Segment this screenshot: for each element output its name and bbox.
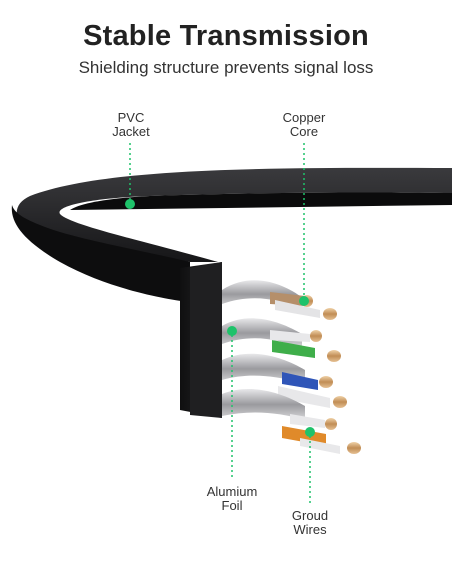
wire-pair-blue <box>222 353 347 408</box>
callout-copper-core-marker <box>299 143 309 306</box>
twisted-pairs <box>222 280 361 454</box>
page-subtitle: Shielding structure prevents signal loss <box>78 58 374 77</box>
label-pvc-jacket-line2: Jacket <box>112 124 150 139</box>
label-copper-core: Copper Core <box>249 111 359 139</box>
label-aluminum-foil-line1: Alumium <box>206 484 258 499</box>
page-title: Stable Transmission <box>83 20 369 52</box>
label-ground-wires-line2: Wires <box>293 522 327 537</box>
callout-pvc-jacket-marker <box>125 143 135 209</box>
label-ground-wires: Groud Wires <box>255 509 365 537</box>
label-ground-wires-line1: Groud <box>291 508 329 523</box>
flat-cable-jacket <box>11 167 452 418</box>
label-aluminum-foil-line2: Foil <box>221 498 243 513</box>
wire-pair-brown <box>222 280 337 320</box>
label-copper-core-line2: Core <box>289 124 319 139</box>
label-pvc-jacket: PVC Jacket <box>76 111 186 139</box>
label-pvc-jacket-line1: PVC <box>117 110 145 125</box>
wire-pair-green <box>222 318 341 362</box>
label-aluminum-foil: Alumium Foil <box>177 485 287 513</box>
callout-aluminum-foil-marker <box>227 326 237 478</box>
label-copper-core-line1: Copper <box>282 110 326 125</box>
callout-ground-wires-marker <box>305 427 315 504</box>
